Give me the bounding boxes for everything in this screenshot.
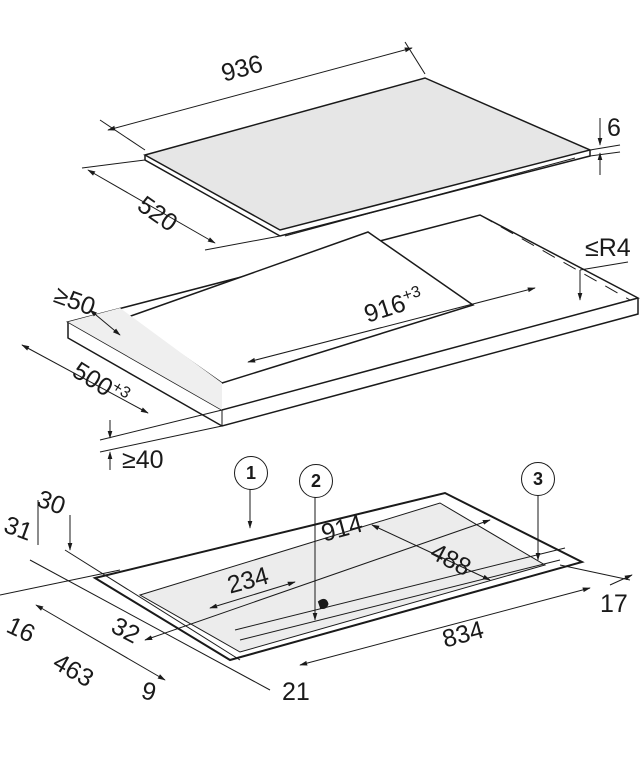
callout-2: 2 [299, 464, 333, 498]
callout-3: 3 [521, 462, 555, 496]
worktop-cutout [21, 214, 640, 470]
corner-radius-label: ≤R4 [585, 234, 631, 262]
callout-1: 1 [234, 456, 268, 490]
hob-thickness-label: 6 [607, 114, 621, 142]
dim-17: 17 [600, 590, 628, 618]
hob-underside [0, 473, 633, 691]
dim-21: 21 [282, 678, 310, 706]
min-worktop-thickness-label: ≥40 [122, 446, 164, 474]
hob-top-view [81, 41, 621, 251]
